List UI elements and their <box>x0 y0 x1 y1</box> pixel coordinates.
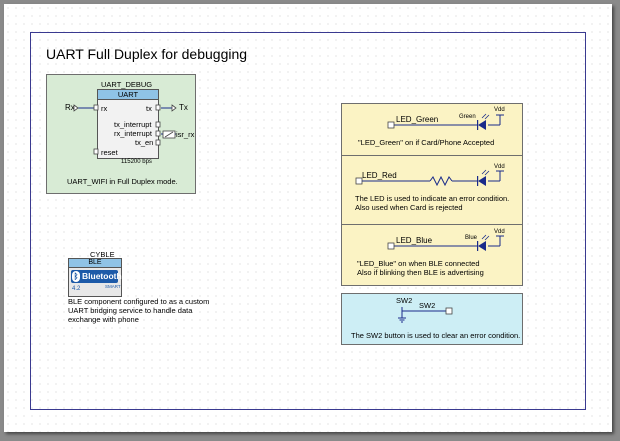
uart-wiring <box>73 104 177 155</box>
ble-component[interactable]: BLE ᛒ Bluetooth SMART 4.2 <box>68 258 122 297</box>
green-led-diode-icon <box>478 120 486 130</box>
led-green-pin-label: LED_Green <box>396 115 439 124</box>
uart-pin-reset: reset <box>101 148 118 157</box>
sheet-title: UART Full Duplex for debugging <box>46 46 248 62</box>
led-green-group[interactable] <box>341 103 523 157</box>
bluetooth-logo-text: Bluetooth <box>82 271 122 281</box>
sw2-group[interactable] <box>341 293 523 345</box>
pin-tx-interrupt-terminal <box>155 121 161 128</box>
resistor-icon <box>429 175 453 187</box>
led-blue-caption-line-1: "LED_Blue" on when BLE connected <box>357 259 480 268</box>
ble-version: 4.2 <box>72 286 81 292</box>
uart-port-rx-label: Rx <box>65 103 75 112</box>
pin-rx-terminal <box>93 104 99 111</box>
led-green-pin-terminal <box>387 121 395 129</box>
led-red-caption-line-1: The LED is used to indicate an error con… <box>355 194 510 203</box>
uart-pin-tx: tx <box>146 104 152 113</box>
led-wiring <box>355 113 504 251</box>
schematic-sheet: UART Full Duplex for debugging UART_DEBU… <box>4 4 612 432</box>
led-blue-pin-terminal <box>387 242 395 250</box>
rx-port-arrow-icon <box>73 104 79 112</box>
uart-instance-label: UART_DEBUG <box>101 80 153 89</box>
ble-caption-line-1: BLE component configured to as a custom <box>68 297 210 306</box>
bluetooth-rune-icon: ᛒ <box>72 271 80 282</box>
uart-baud-rate: 115200 bps <box>121 159 152 165</box>
pin-tx-en-terminal <box>155 139 161 146</box>
isr-rx-label: isr_rx <box>176 130 195 139</box>
sw2-wiring <box>398 307 453 323</box>
led-green-vdd: Vdd <box>494 107 505 113</box>
led-green-caption: "LED_Green" on if Card/Phone Accepted <box>358 138 495 147</box>
led-green-name: Green <box>459 114 476 120</box>
uart-caption: UART_WIFI in Full Duplex mode. <box>67 177 178 186</box>
bluetooth-logo: ᛒ Bluetooth <box>71 270 122 283</box>
sw2-pin-terminal <box>445 307 453 315</box>
blue-led-diode-icon <box>478 241 486 251</box>
tx-port-arrow-icon <box>171 104 177 112</box>
led-red-group[interactable] <box>341 155 523 226</box>
uart-pin-tx-en: tx_en <box>135 138 154 147</box>
led-blue-name: Blue <box>465 235 478 241</box>
ble-type-header: BLE <box>69 259 121 268</box>
pin-rx-interrupt-terminal <box>155 130 161 137</box>
led-blue-group[interactable] <box>341 224 523 286</box>
uart-pin-rx: rx <box>101 104 108 113</box>
sheet-frame <box>30 32 586 410</box>
led-red-vdd: Vdd <box>494 164 505 170</box>
pin-reset-terminal <box>93 148 99 155</box>
uart-pin-tx-interrupt: tx_interrupt <box>114 120 152 129</box>
red-led-diode-icon <box>478 176 486 186</box>
uart-port-tx-label: Tx <box>179 103 188 112</box>
ble-instance-label: CYBLE <box>90 250 115 259</box>
ble-caption-line-3: exchange with phone <box>68 315 139 324</box>
uart-type-header: UART <box>98 90 158 100</box>
uart-pin-rx-interrupt: rx_interrupt <box>114 129 152 138</box>
sw2-pin-label: SW2 <box>419 301 436 310</box>
isr-glyph-icon <box>164 131 174 138</box>
sw2-caption: The SW2 button is used to clear an error… <box>351 331 521 340</box>
ble-caption-line-2: UART bridging service to handle data <box>68 306 193 315</box>
pin-tx-terminal <box>155 104 161 111</box>
sw2-top-label: SW2 <box>396 296 413 305</box>
led-red-caption-line-2: Also used when Card is rejected <box>355 203 463 212</box>
led-blue-pin-label: LED_Blue <box>396 236 433 245</box>
led-blue-caption-line-2: Also if blinking then BLE is advertising <box>357 268 484 277</box>
bluetooth-smart-text: SMART <box>105 284 121 289</box>
led-blue-vdd: Vdd <box>494 229 505 235</box>
led-red-pin-label: LED_Red <box>362 171 397 180</box>
